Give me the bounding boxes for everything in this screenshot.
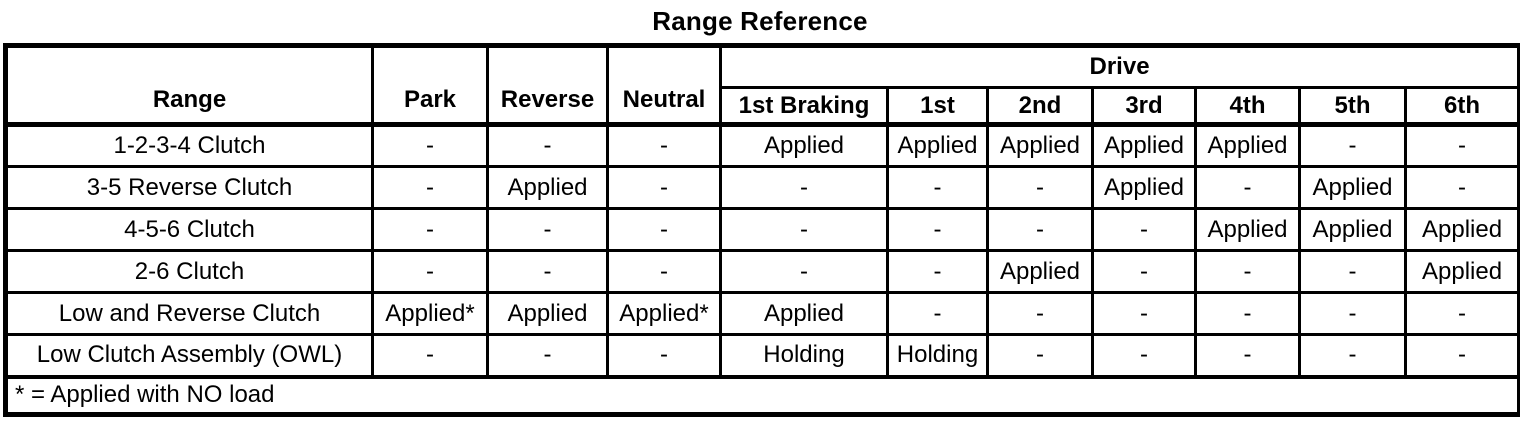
clutch-state-cell: - bbox=[606, 207, 722, 252]
clutch-state-cell: Holding bbox=[886, 333, 989, 378]
clutch-state-cell: - bbox=[1298, 123, 1407, 168]
clutch-state-cell: - bbox=[1091, 333, 1197, 378]
clutch-state-cell: Applied* bbox=[606, 291, 722, 336]
clutch-state-cell: - bbox=[371, 249, 489, 294]
clutch-state-cell: - bbox=[1403, 333, 1520, 378]
clutch-state-cell: Applied bbox=[719, 123, 889, 168]
column-header-4th: 4th bbox=[1194, 86, 1301, 127]
clutch-state-cell: - bbox=[1298, 249, 1407, 294]
clutch-state-cell: - bbox=[886, 207, 989, 252]
clutch-state-cell: - bbox=[719, 207, 889, 252]
clutch-state-cell: - bbox=[1298, 333, 1407, 378]
clutch-state-cell: - bbox=[719, 165, 889, 210]
clutch-state-cell: - bbox=[1194, 165, 1301, 210]
table-row: Low Clutch Assembly (OWL) - - - Holding … bbox=[4, 333, 1520, 378]
clutch-state-cell: - bbox=[1298, 291, 1407, 336]
table-row: 2-6 Clutch - - - - - Applied - - - Appli… bbox=[4, 249, 1520, 294]
clutch-state-cell: Applied bbox=[1091, 165, 1197, 210]
clutch-state-cell: - bbox=[606, 123, 722, 168]
clutch-state-cell: Applied bbox=[1194, 207, 1301, 252]
clutch-state-cell: Applied bbox=[1194, 123, 1301, 168]
clutch-state-cell: - bbox=[1403, 165, 1520, 210]
header-sub-row: 1st Braking 1st 2nd 3rd 4th 5th 6th bbox=[6, 86, 1520, 127]
clutch-state-cell: - bbox=[371, 207, 489, 252]
clutch-state-cell: - bbox=[486, 123, 609, 168]
column-header-6th: 6th bbox=[1403, 86, 1520, 127]
table-row: 3-5 Reverse Clutch - Applied - - - - App… bbox=[4, 165, 1520, 210]
row-label: Low and Reverse Clutch bbox=[4, 291, 374, 336]
column-header-reverse: Reverse bbox=[486, 44, 609, 127]
table-row: Low and Reverse Clutch Applied* Applied … bbox=[4, 291, 1520, 336]
row-label: Low Clutch Assembly (OWL) bbox=[4, 333, 374, 378]
row-label: 2-6 Clutch bbox=[4, 249, 374, 294]
clutch-state-cell: Applied bbox=[886, 123, 989, 168]
header-group-row: Range Park Reverse Neutral Drive bbox=[4, 44, 1520, 127]
clutch-state-cell: - bbox=[1091, 207, 1197, 252]
column-header-neutral: Neutral bbox=[606, 44, 722, 127]
clutch-state-cell: - bbox=[371, 123, 489, 168]
clutch-state-cell: - bbox=[486, 207, 609, 252]
column-header-park: Park bbox=[371, 44, 489, 127]
column-group-header-drive: Drive bbox=[718, 44, 1520, 89]
clutch-state-cell: - bbox=[606, 165, 722, 210]
range-reference-table: Range Park Reverse Neutral Drive 1st Bra… bbox=[3, 43, 1520, 417]
row-label: 4-5-6 Clutch bbox=[4, 207, 374, 252]
clutch-state-cell: - bbox=[1403, 123, 1520, 168]
clutch-state-cell: Holding bbox=[719, 333, 889, 378]
row-label: 1-2-3-4 Clutch bbox=[4, 123, 374, 168]
page-title: Range Reference bbox=[652, 6, 868, 36]
clutch-state-cell: - bbox=[486, 249, 609, 294]
clutch-state-cell: - bbox=[986, 207, 1094, 252]
clutch-state-cell: - bbox=[1194, 333, 1301, 378]
table-row: 1-2-3-4 Clutch - - - Applied Applied App… bbox=[4, 123, 1520, 168]
clutch-state-cell: - bbox=[886, 165, 989, 210]
clutch-state-cell: Applied bbox=[719, 291, 889, 336]
footnote: * = Applied with NO load bbox=[3, 374, 1520, 416]
clutch-state-cell: - bbox=[886, 291, 989, 336]
clutch-state-cell: - bbox=[1091, 291, 1197, 336]
clutch-state-cell: - bbox=[1091, 249, 1197, 294]
clutch-state-cell: - bbox=[371, 333, 489, 378]
column-header-1st-braking: 1st Braking bbox=[719, 86, 889, 127]
clutch-state-cell: - bbox=[986, 165, 1094, 210]
clutch-state-cell: - bbox=[371, 165, 489, 210]
clutch-state-cell: Applied bbox=[1403, 249, 1520, 294]
clutch-state-cell: Applied bbox=[486, 165, 609, 210]
column-header-range: Range bbox=[4, 44, 374, 127]
footnote-row: * = Applied with NO load bbox=[3, 374, 1520, 416]
clutch-state-cell: - bbox=[486, 333, 609, 378]
clutch-state-cell: - bbox=[606, 249, 722, 294]
clutch-state-cell: Applied* bbox=[371, 291, 489, 336]
clutch-state-cell: Applied bbox=[986, 249, 1094, 294]
column-header-3rd: 3rd bbox=[1091, 86, 1197, 127]
clutch-state-cell: - bbox=[886, 249, 989, 294]
clutch-state-cell: Applied bbox=[986, 123, 1094, 168]
clutch-state-cell: - bbox=[1194, 291, 1301, 336]
clutch-state-cell: Applied bbox=[1403, 207, 1520, 252]
clutch-state-cell: Applied bbox=[1091, 123, 1197, 168]
row-label: 3-5 Reverse Clutch bbox=[4, 165, 374, 210]
clutch-state-cell: Applied bbox=[1298, 207, 1407, 252]
clutch-state-cell: - bbox=[986, 291, 1094, 336]
table-row: 4-5-6 Clutch - - - - - - - Applied Appli… bbox=[4, 207, 1520, 252]
column-header-1st: 1st bbox=[886, 86, 989, 127]
column-header-5th: 5th bbox=[1298, 86, 1407, 127]
clutch-state-cell: - bbox=[1403, 291, 1520, 336]
clutch-state-cell: - bbox=[719, 249, 889, 294]
clutch-state-cell: Applied bbox=[486, 291, 609, 336]
clutch-state-cell: - bbox=[606, 333, 722, 378]
clutch-state-cell: - bbox=[1194, 249, 1301, 294]
clutch-state-cell: - bbox=[986, 333, 1094, 378]
column-header-2nd: 2nd bbox=[986, 86, 1094, 127]
clutch-state-cell: Applied bbox=[1298, 165, 1407, 210]
